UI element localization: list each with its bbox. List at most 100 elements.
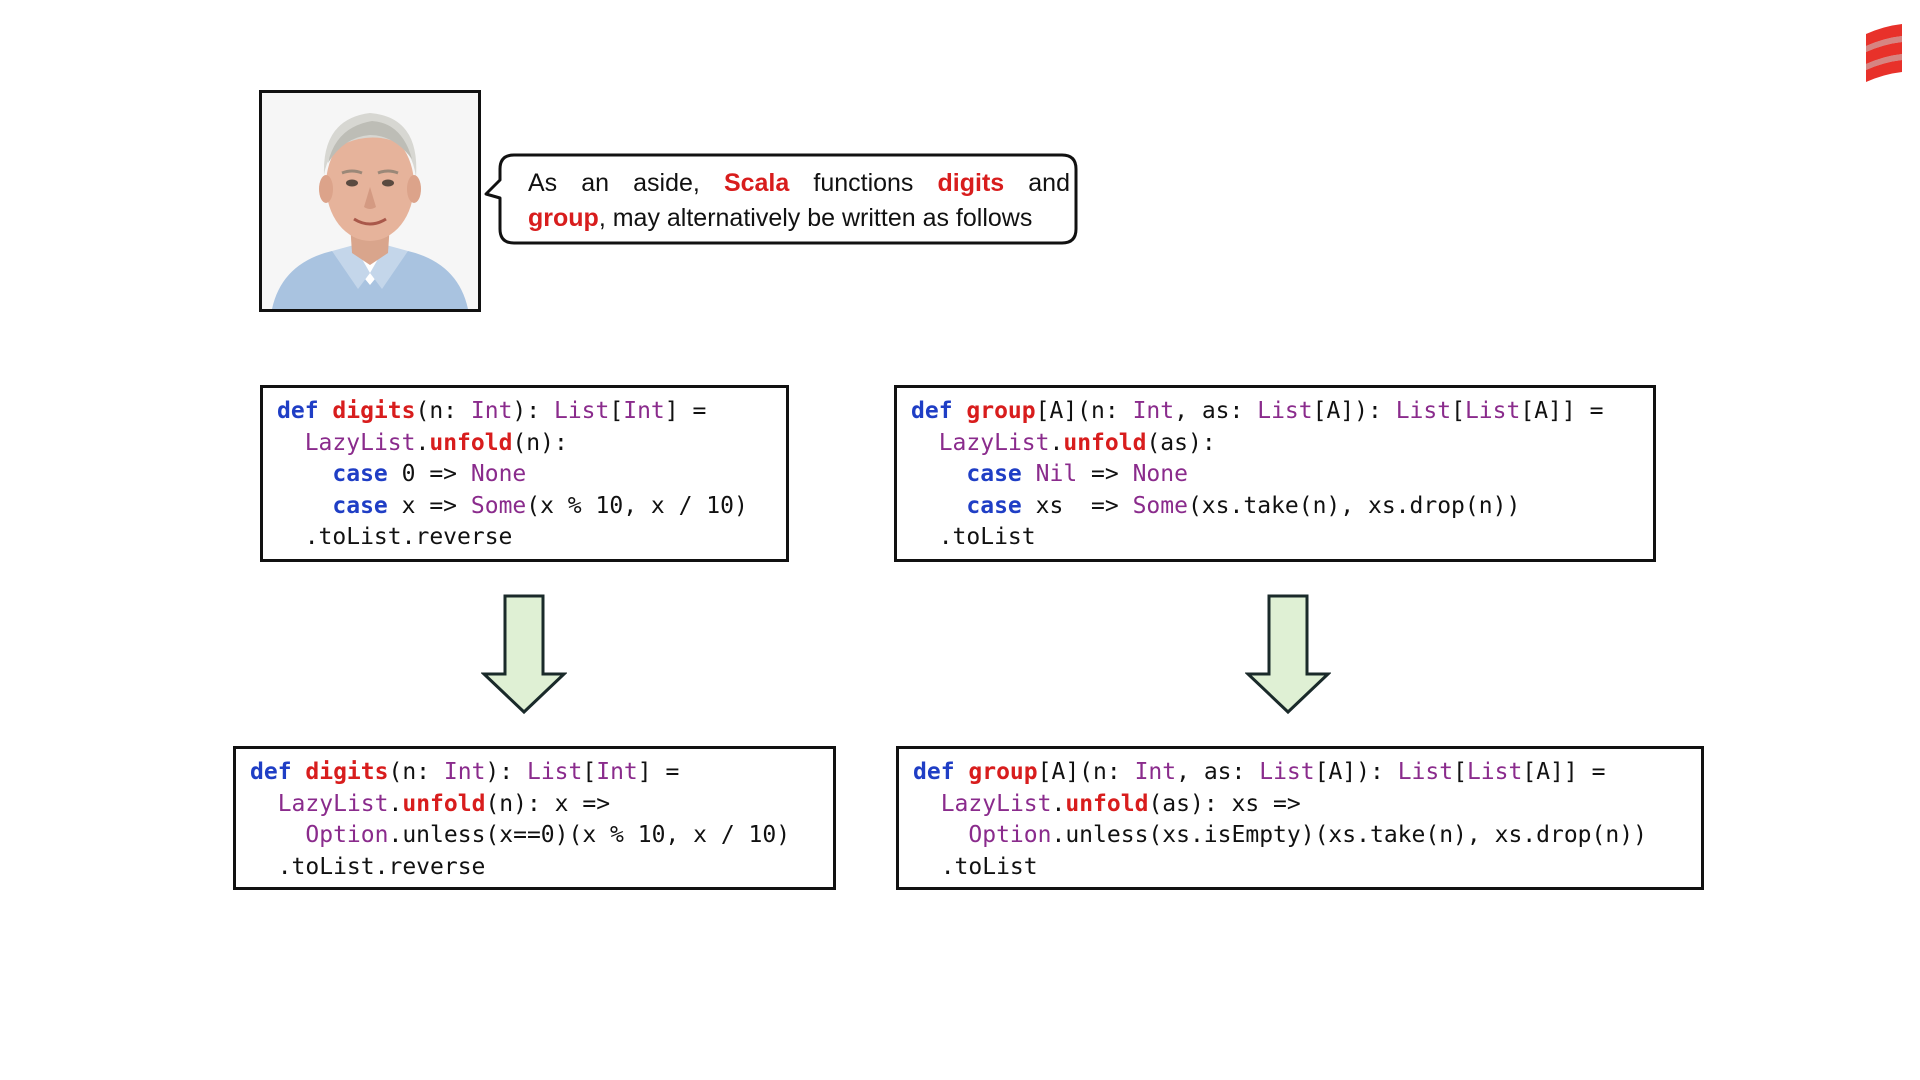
code-token: (as): xs => <box>1148 790 1301 817</box>
code-line: def digits(n: Int): List[Int] = <box>277 396 772 428</box>
code-token: [ <box>609 398 624 424</box>
code-token: LazyList <box>277 790 389 817</box>
code-token: [A]): <box>1314 759 1398 785</box>
code-token: .unless(xs.isEmpty)(xs.take(n), xs.drop(… <box>1051 822 1647 848</box>
code-token <box>911 430 939 456</box>
code-token: (n): x => <box>485 790 611 817</box>
code-line: case xs => Some(xs.take(n), xs.drop(n)) <box>911 491 1639 523</box>
code-token: Int <box>1134 759 1177 785</box>
code-line: Option.unless(xs.isEmpty)(xs.take(n), xs… <box>913 820 1687 852</box>
code-line: def digits(n: Int): List[Int] = <box>250 757 819 789</box>
code-token: def <box>250 759 306 785</box>
code-token: Option <box>305 822 389 848</box>
code-token <box>277 493 332 519</box>
code-line: LazyList.unfold(as): <box>911 428 1639 460</box>
code-token: , as: <box>1174 398 1258 424</box>
code-token: . <box>1051 790 1066 817</box>
code-token: (as): <box>1146 429 1216 456</box>
bubble-line1-word: an <box>581 169 610 197</box>
code-token: List <box>1395 398 1452 424</box>
code-token: .toList.reverse <box>277 524 513 550</box>
code-line: .toList <box>913 852 1687 884</box>
bubble-line1-word: As <box>528 169 558 197</box>
code-token: => <box>1077 461 1133 487</box>
code-line: .toList.reverse <box>250 852 819 884</box>
code-token: Int <box>470 398 513 424</box>
code-token <box>250 822 305 848</box>
code-token: unfold <box>1065 790 1149 817</box>
code-box-group-original: def group[A](n: Int, as: List[A]): List[… <box>894 385 1656 562</box>
code-token: Int <box>596 759 638 785</box>
scala-logo-icon <box>1864 24 1904 84</box>
code-token: .toList.reverse <box>250 853 486 880</box>
code-token: digits <box>305 759 389 785</box>
code-token: (n: <box>415 398 471 424</box>
code-token: unfold <box>402 790 486 817</box>
code-line: case x => Some(x % 10, x / 10) <box>277 491 772 523</box>
code-token: .unless(x==0)(x % 10, x / 10) <box>388 822 791 848</box>
code-token: Int <box>623 398 665 424</box>
code-line: case 0 => None <box>277 459 772 491</box>
code-token: .toList <box>913 853 1038 880</box>
bubble-line1-word: and <box>1028 169 1070 197</box>
bubble-line2-word: , may alternatively be written as follow… <box>598 204 1033 232</box>
code-token: [ <box>1453 759 1467 785</box>
code-token: Int <box>1132 398 1175 424</box>
code-token: ): <box>512 398 554 424</box>
code-token: Some <box>1132 492 1188 519</box>
code-token: [A](n: <box>1035 398 1133 424</box>
code-token: Int <box>443 759 486 785</box>
code-token: unfold <box>1063 429 1147 456</box>
code-line: case Nil => None <box>911 459 1639 491</box>
code-line: .toList <box>911 522 1639 554</box>
code-token <box>1022 461 1036 487</box>
code-token <box>913 822 968 848</box>
code-token: group <box>968 759 1038 785</box>
bubble-line1-word: digits <box>937 169 1005 197</box>
code-token: unfold <box>429 429 513 456</box>
code-token: List <box>1464 398 1521 424</box>
code-token: ] = <box>637 759 680 785</box>
code-token: List <box>553 398 610 424</box>
bubble-line1-word: aside, <box>633 169 700 197</box>
code-token: case <box>332 461 388 487</box>
code-token: [A]] = <box>1520 398 1604 424</box>
code-token: (n): <box>512 429 568 456</box>
code-token <box>250 791 278 817</box>
code-token: List <box>526 759 583 785</box>
presenter-photo <box>259 90 481 312</box>
code-token: xs => <box>1021 492 1133 519</box>
code-token: case <box>966 461 1022 487</box>
code-token: def <box>277 398 333 424</box>
code-token: .toList <box>911 524 1036 550</box>
code-token: None <box>1132 461 1188 487</box>
bubble-line1-word: Scala <box>723 169 790 197</box>
code-token: LazyList <box>940 790 1052 817</box>
code-token: digits <box>332 398 416 424</box>
code-token: [A]] = <box>1522 759 1606 785</box>
code-token <box>277 461 332 487</box>
code-token: case <box>966 492 1022 519</box>
code-token <box>911 493 966 519</box>
code-line: LazyList.unfold(as): xs => <box>913 789 1687 821</box>
code-token: Option <box>968 822 1052 848</box>
code-token: (x % 10, x / 10) <box>526 492 748 519</box>
code-token: . <box>1049 429 1064 456</box>
code-line: def group[A](n: Int, as: List[A]): List[… <box>913 757 1687 789</box>
code-token: [ <box>1451 398 1465 424</box>
code-line: LazyList.unfold(n): <box>277 428 772 460</box>
code-token: [ <box>582 759 597 785</box>
code-token: ): <box>485 759 527 785</box>
bubble-line1-word: functions <box>813 169 914 197</box>
code-token: Some <box>470 492 527 519</box>
code-token: . <box>388 790 403 817</box>
code-token <box>913 791 941 817</box>
code-token: LazyList <box>304 429 416 456</box>
code-token: (n: <box>388 759 444 785</box>
code-token: [A]): <box>1312 398 1396 424</box>
code-token: ] = <box>664 398 707 424</box>
code-token: None <box>470 461 527 487</box>
